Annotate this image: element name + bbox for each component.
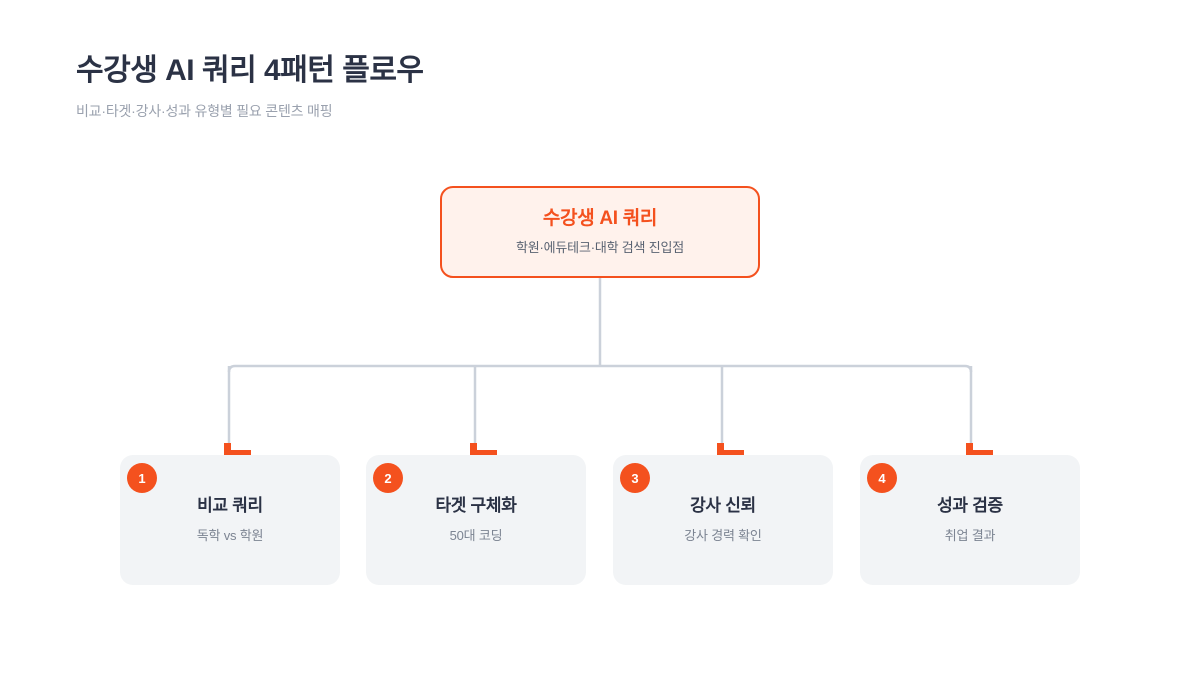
page-title: 수강생 AI 쿼리 4패턴 플로우 — [76, 54, 424, 87]
card-title-1: 비교 쿼리 — [197, 496, 263, 515]
root-node-subtitle: 학원·에듀테크·대학 검색 진입점 — [516, 240, 684, 256]
card-title-3: 강사 신뢰 — [690, 496, 756, 515]
card-title-2: 타겟 구체화 — [435, 496, 517, 515]
card-badge-1: 1 — [127, 463, 157, 493]
card-subtitle-3: 강사 경력 확인 — [684, 528, 762, 544]
card-subtitle-2: 50대 코딩 — [449, 528, 503, 544]
card-badge-3: 3 — [620, 463, 650, 493]
page-subtitle: 비교·타겟·강사·성과 유형별 필요 콘텐츠 매핑 — [76, 102, 333, 119]
page-header: 수강생 AI 쿼리 4패턴 플로우 비교·타겟·강사·성과 유형별 필요 콘텐츠… — [76, 52, 424, 121]
root-node[interactable]: 수강생 AI 쿼리 학원·에듀테크·대학 검색 진입점 — [440, 186, 760, 278]
card-badge-2: 2 — [373, 463, 403, 493]
card-subtitle-4: 취업 결과 — [944, 528, 996, 544]
card-badge-4: 4 — [867, 463, 897, 493]
card-title-4: 성과 검증 — [937, 496, 1003, 515]
flow-card-2[interactable]: 2 타겟 구체화 50대 코딩 — [366, 455, 586, 585]
root-node-title: 수강생 AI 쿼리 — [542, 208, 658, 230]
flow-card-4[interactable]: 4 성과 검증 취업 결과 — [860, 455, 1080, 585]
flow-card-3[interactable]: 3 강사 신뢰 강사 경력 확인 — [613, 455, 833, 585]
flow-card-1[interactable]: 1 비교 쿼리 독학 vs 학원 — [120, 455, 340, 585]
card-subtitle-1: 독학 vs 학원 — [196, 528, 264, 544]
